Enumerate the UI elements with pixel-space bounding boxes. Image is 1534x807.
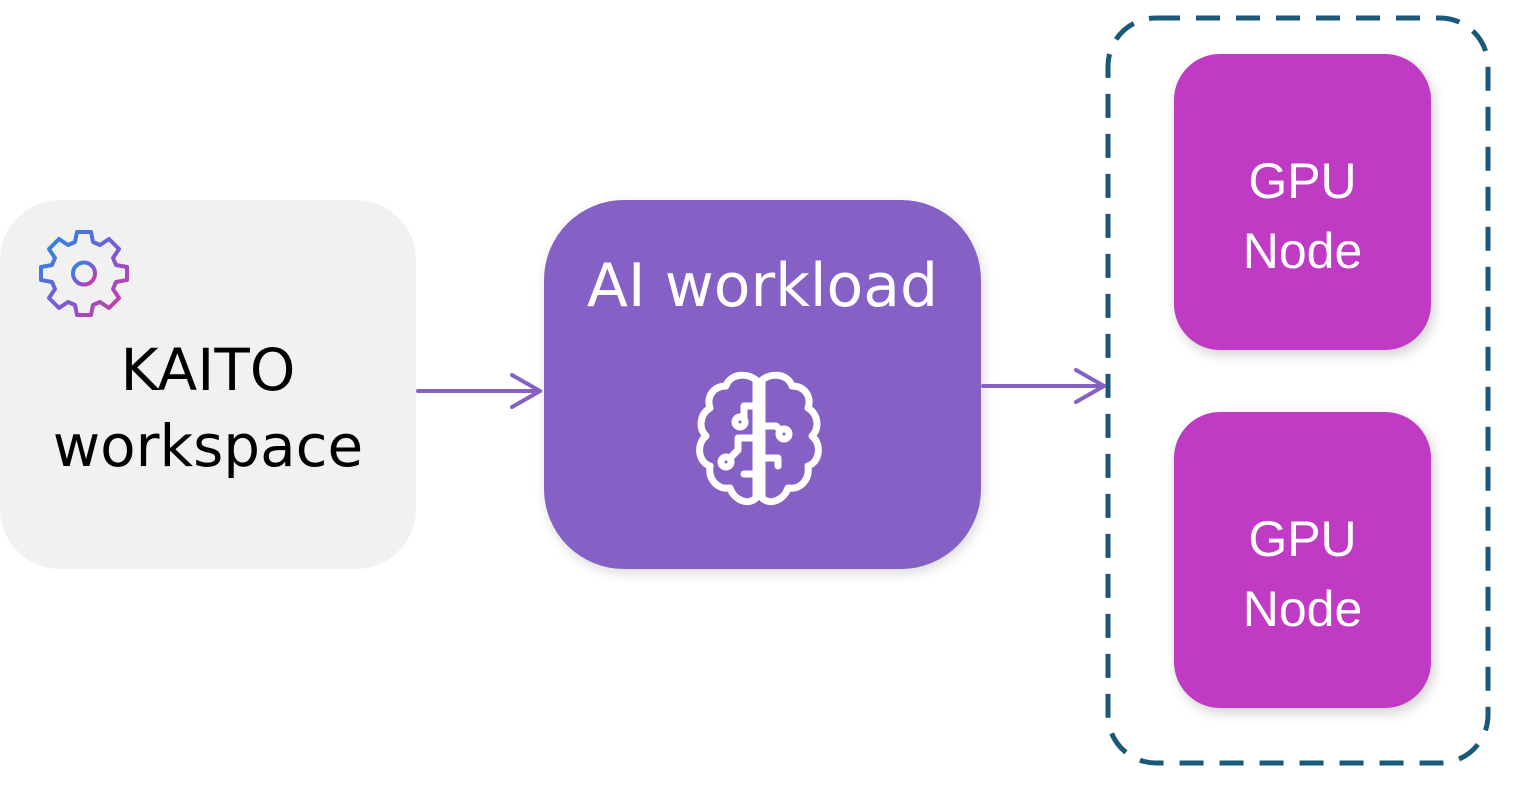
kaito-label-line1: KAITO <box>120 336 296 404</box>
gear-icon <box>39 230 129 317</box>
kaito-workspace-box <box>0 200 416 569</box>
gpu-cluster-boundary <box>1105 15 1491 766</box>
arrow-ai-workload-to-gpu-cluster <box>981 368 1106 404</box>
gpu-node-1-line2: Node <box>1242 223 1363 279</box>
kaito-workspace-label: KAITO workspace <box>0 332 416 484</box>
gpu-node-2-line1: GPU <box>1248 511 1357 567</box>
kaito-label-line2: workspace <box>52 412 364 480</box>
arrow-kaito-to-ai-workload <box>416 373 542 409</box>
gpu-node-1: GPU Node <box>1174 54 1431 350</box>
gpu-node-2: GPU Node <box>1174 412 1431 708</box>
gpu-node-2-line2: Node <box>1242 581 1363 637</box>
gpu-node-1-line1: GPU <box>1248 153 1357 209</box>
brain-icon <box>696 371 822 506</box>
ai-workload-label: AI workload <box>586 251 939 321</box>
